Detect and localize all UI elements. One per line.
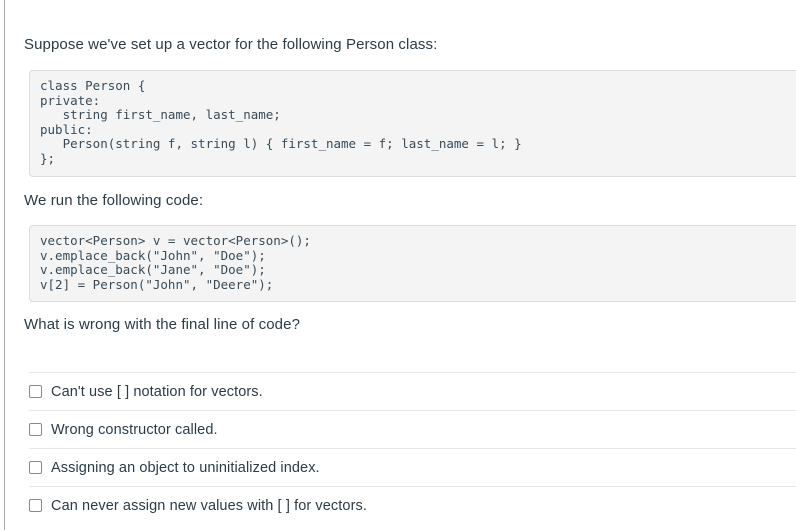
answer-option-2[interactable]: Wrong constructor called. <box>29 410 796 448</box>
answer-option-1[interactable]: Can't use [ ] notation for vectors. <box>29 372 796 410</box>
answer-options-list: Can't use [ ] notation for vectors. Wron… <box>29 372 796 524</box>
checkbox-icon-option-3[interactable] <box>29 461 42 474</box>
question-left-rule <box>4 0 5 530</box>
code-block-vector-usage-content: vector<Person> v = vector<Person>(); v.e… <box>40 233 311 292</box>
checkbox-icon-option-2[interactable] <box>29 423 42 436</box>
question-prompt-text: What is wrong with the final line of cod… <box>24 316 301 333</box>
question-run-code-text: We run the following code: <box>24 192 204 209</box>
answer-option-4[interactable]: Can never assign new values with [ ] for… <box>29 486 796 524</box>
code-block-person-class: class Person { private: string first_nam… <box>29 70 796 177</box>
checkbox-icon-option-4[interactable] <box>29 499 42 512</box>
checkbox-icon-option-1[interactable] <box>29 385 42 398</box>
quiz-question-body: Suppose we've set up a vector for the fo… <box>5 0 796 530</box>
answer-option-4-label: Can never assign new values with [ ] for… <box>51 497 367 514</box>
question-intro-text: Suppose we've set up a vector for the fo… <box>24 36 438 53</box>
answer-option-3[interactable]: Assigning an object to uninitialized ind… <box>29 448 796 486</box>
code-block-person-class-content: class Person { private: string first_nam… <box>40 78 522 166</box>
answer-option-3-label: Assigning an object to uninitialized ind… <box>51 459 320 476</box>
code-block-vector-usage: vector<Person> v = vector<Person>(); v.e… <box>29 225 796 303</box>
answer-option-1-label: Can't use [ ] notation for vectors. <box>51 383 263 400</box>
answer-option-2-label: Wrong constructor called. <box>51 421 218 438</box>
